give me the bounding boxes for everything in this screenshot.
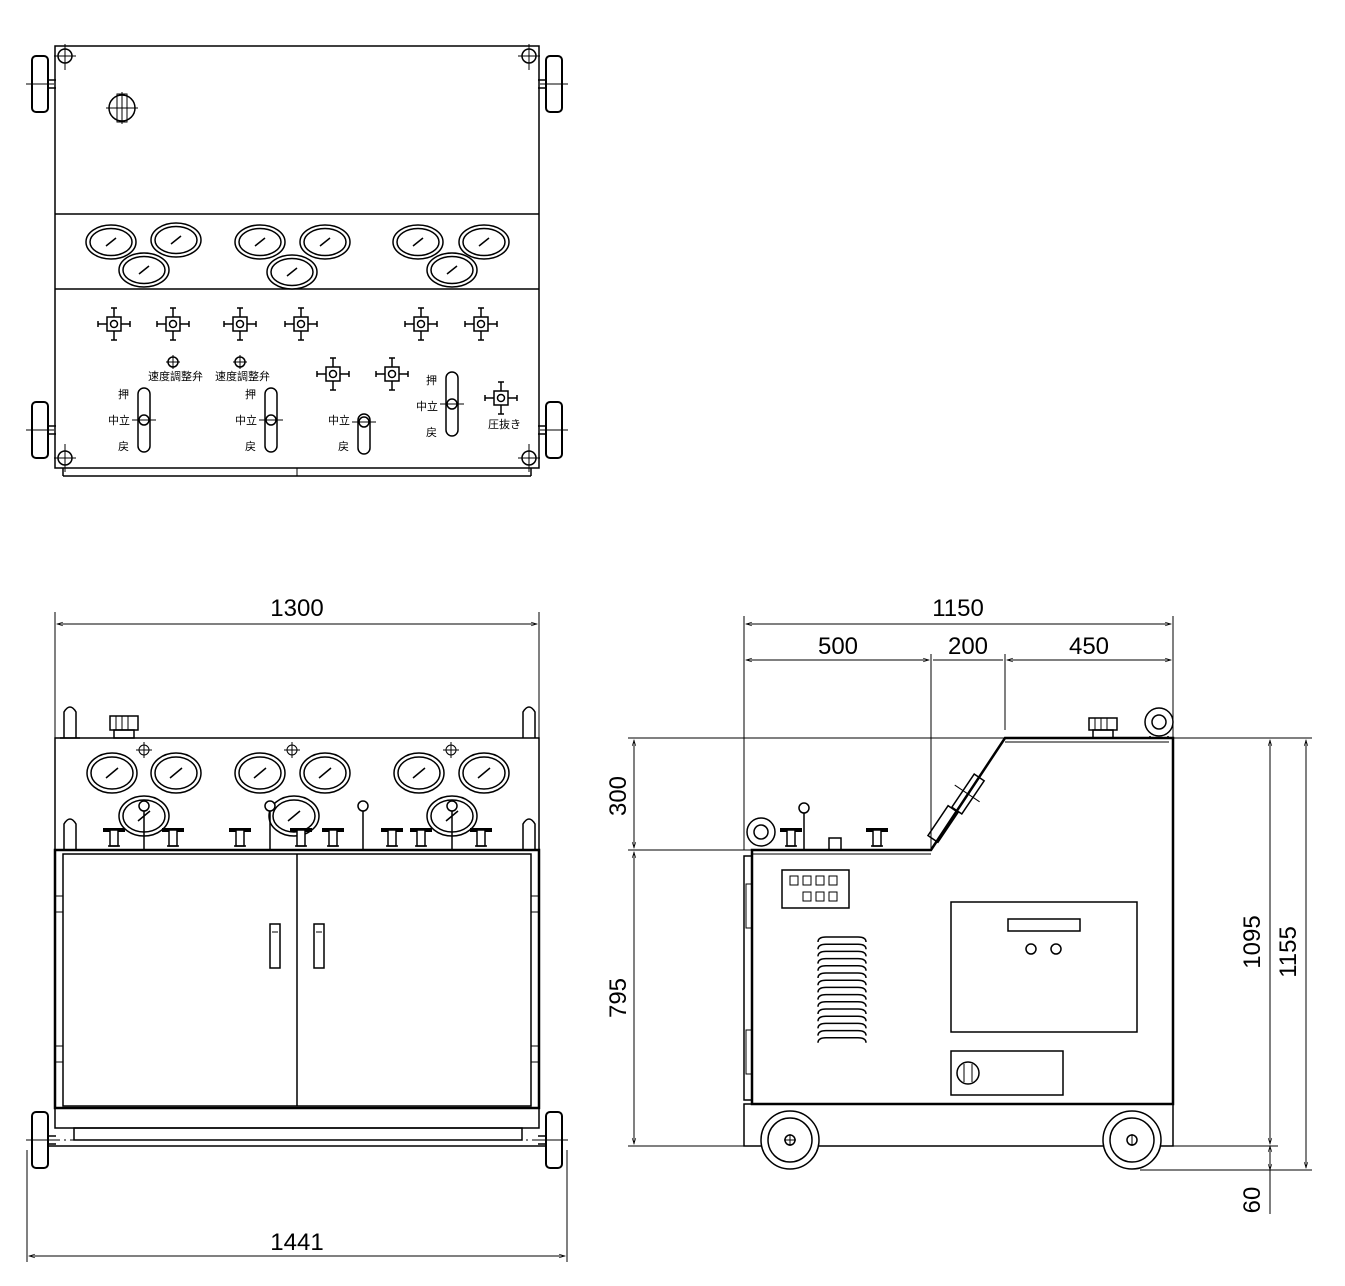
label-push: 押 (118, 387, 129, 401)
louver-slot (817, 957, 867, 964)
valve-handle-icon (101, 828, 494, 848)
control-box (950, 901, 1138, 1033)
label-speed-valve: 速度調整弁 (148, 369, 203, 383)
dim-side-b: 200 (948, 633, 988, 660)
breaker-box (950, 1050, 1064, 1096)
louver-slot (817, 965, 867, 971)
label-push: 押 (245, 387, 256, 401)
label-neutral: 中立 (108, 413, 130, 427)
louver-slot (817, 986, 867, 993)
dim-side-c: 450 (1069, 633, 1109, 660)
label-return: 戻 (426, 426, 437, 439)
louver-slot (817, 1015, 867, 1022)
pressure-gauge-icon (86, 752, 510, 837)
eyebolt-icon (60, 706, 536, 850)
louver-slot (817, 1001, 867, 1007)
label-pressure-release: 圧抜き (488, 417, 521, 431)
label-neutral: 中立 (328, 413, 350, 427)
louver-slot (817, 1008, 867, 1015)
connector-panel (781, 869, 850, 909)
dim-side-total: 1150 (932, 595, 984, 622)
dim-overall-width: 1441 (270, 1229, 323, 1256)
pressure-gauge-icon (85, 222, 510, 290)
dim-wheel-offset: 60 (1239, 1187, 1266, 1214)
label-neutral: 中立 (416, 399, 438, 413)
top-view: 速度調整弁 速度調整弁 押 中立 戻 押 中立 戻 中立 戻 押 中立 戻 圧抜… (25, 44, 569, 477)
vent-louver (817, 936, 867, 1043)
filler-cap-icon (106, 92, 138, 124)
louver-slot (817, 936, 867, 943)
label-return: 戻 (245, 440, 256, 453)
louver-slot (817, 1037, 867, 1043)
louver-slot (817, 972, 867, 979)
louver-slot (817, 1029, 867, 1036)
louver-slot (817, 950, 867, 957)
dim-height-total: 1155 (1275, 926, 1302, 978)
eyebolt-icon (746, 707, 1174, 847)
label-speed-valve: 速度調整弁 (215, 369, 270, 383)
front-view: 1300 (25, 595, 569, 1262)
filler-cap-icon (1088, 717, 1118, 739)
dim-front-width: 1300 (270, 595, 323, 622)
control-lever-icon (138, 800, 458, 850)
caster-icon (25, 44, 569, 472)
valve-handle-icon (778, 802, 890, 851)
wheel-icon (760, 1110, 1162, 1170)
louver-slot (817, 943, 867, 950)
dim-height-lower: 795 (605, 978, 632, 1018)
control-lever-icon (131, 371, 465, 455)
label-push: 押 (426, 373, 437, 387)
louver-slot (817, 979, 867, 986)
label-return: 戻 (118, 440, 129, 453)
dim-side-a: 500 (818, 633, 858, 660)
louver-slot (817, 993, 867, 1000)
speed-valve-knob-icon (166, 355, 247, 369)
mount-mark-icon (136, 742, 459, 758)
label-return: 戻 (338, 440, 349, 453)
dim-height-upper: 300 (605, 776, 632, 816)
filler-cap-icon (109, 715, 139, 739)
louver-slot (817, 1022, 867, 1029)
dim-height-body: 1095 (1239, 915, 1266, 968)
label-neutral: 中立 (235, 413, 257, 427)
side-view: 1150 500 200 450 (605, 595, 1312, 1214)
